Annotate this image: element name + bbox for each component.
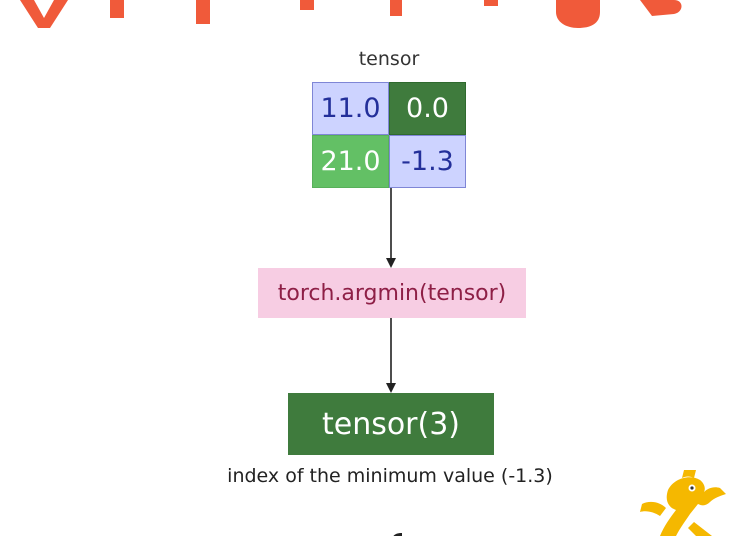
tensor-cell: 11.0	[312, 82, 389, 135]
input-tensor-grid: 11.0 0.0 21.0 -1.3	[312, 82, 466, 188]
tensor-cell: 0.0	[389, 82, 466, 135]
tensor-cell: 21.0	[312, 135, 389, 188]
cropped-title-decoration	[0, 0, 750, 28]
argmin-function-box: torch.argmin(tensor)	[258, 268, 526, 318]
mascot-logo-icon	[634, 470, 750, 536]
arrow-down-icon	[386, 188, 396, 268]
input-tensor-label: tensor	[358, 48, 420, 70]
tensor-cell: -1.3	[389, 135, 466, 188]
cropped-decoration	[386, 526, 406, 536]
output-caption: index of the minimum value (-1.3)	[227, 465, 553, 487]
output-tensor-box: tensor(3)	[288, 393, 494, 455]
arrow-down-icon	[386, 318, 396, 393]
